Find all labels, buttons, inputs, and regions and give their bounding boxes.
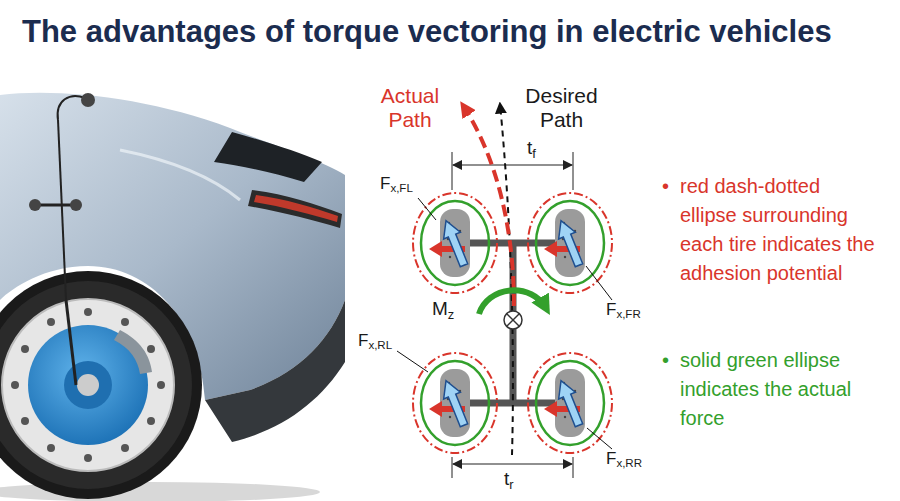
force-label: F: [358, 331, 368, 350]
legend-note-group: solid green ellipse indicates the actual…: [680, 346, 879, 433]
bullet-group: •: [662, 172, 669, 201]
bullet: •: [662, 349, 669, 371]
subscript: x,FR: [616, 308, 640, 320]
path-label: Desired Path: [525, 84, 597, 131]
dimension-label: t: [527, 137, 532, 158]
path-label: Actual Path: [381, 84, 439, 131]
legend-note: solid green ellipse indicates the actual…: [680, 349, 851, 429]
subscript: x,FL: [390, 182, 412, 194]
bullet: •: [662, 175, 669, 197]
moment-label-group: Mz: [432, 298, 454, 322]
vehicle-diagram: [397, 104, 612, 478]
legend-note-group: red dash-dotted ellipse surrounding each…: [680, 172, 879, 288]
slide-title: The advantages of torque vectoring in el…: [22, 14, 832, 50]
legend-note: red dash-dotted ellipse surrounding each…: [680, 175, 875, 284]
force-label: F: [606, 449, 616, 468]
force-label: F: [606, 300, 616, 319]
force-label: F: [380, 174, 390, 193]
force-label-group: Fx,FR: [606, 300, 641, 322]
bullet-group: •: [662, 346, 669, 375]
subscript: f: [532, 146, 536, 161]
dimension-label-group: tr: [504, 468, 514, 492]
path-label-group: Desired Path: [514, 84, 609, 132]
path-label-group: Actual Path: [370, 84, 450, 132]
car-photo: [0, 93, 345, 501]
dimension-label: t: [504, 468, 509, 489]
subscript: x,RL: [368, 339, 392, 351]
force-label-group: Fx,RL: [358, 331, 392, 353]
force-label-group: Fx,FL: [380, 174, 413, 196]
subscript: r: [509, 477, 513, 492]
force-label-group: Fx,RR: [606, 449, 642, 471]
subscript: z: [448, 307, 454, 322]
moment-label: M: [432, 298, 448, 319]
subscript: x,RR: [616, 457, 642, 469]
dimension-label-group: tf: [527, 137, 536, 161]
